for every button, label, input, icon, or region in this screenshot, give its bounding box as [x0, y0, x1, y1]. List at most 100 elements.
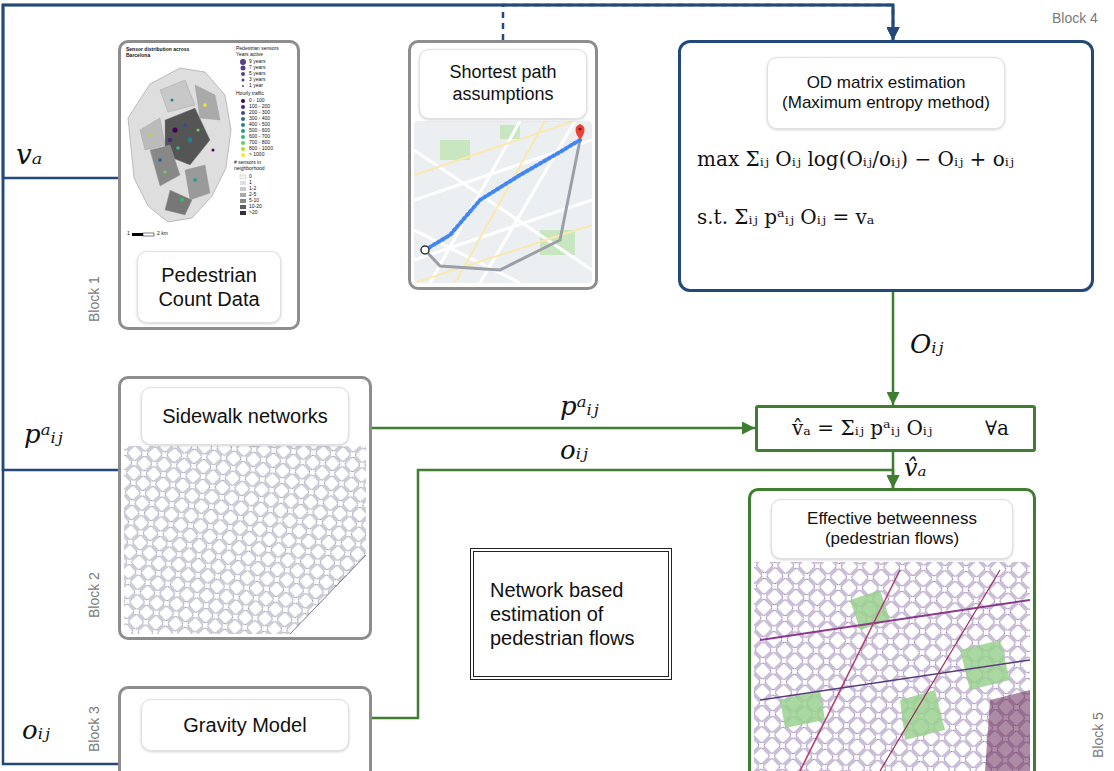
edge-label: vₐ [16, 140, 42, 171]
drawing-part [425, 140, 580, 270]
map-legend-text: 3 years [249, 77, 265, 83]
drawing-part [241, 111, 245, 115]
map-legend-text: 1 [127, 231, 130, 237]
output-box: Effective betweenness (pedestrian flows) [748, 488, 1036, 771]
drawing-part [171, 99, 174, 102]
drawing-part [425, 140, 580, 250]
connector-line [892, 292, 895, 405]
drawing-part [183, 123, 187, 127]
drawing-part [240, 187, 246, 191]
label-panel: OD matrix estimation (Maximum entropy me… [767, 57, 1005, 129]
map-legend-text: Pedestrian sensors [236, 46, 279, 52]
label-holder: 2 km [157, 231, 168, 237]
data-source-box: Pedestrian Count Data [118, 40, 300, 330]
map-legend-text: 7 years [249, 65, 265, 71]
label-holder: 5 years [249, 71, 265, 77]
summary-text: Network based estimation of pedestrian f… [490, 578, 652, 650]
label-holder: 400 - 500 [249, 122, 270, 128]
edge-label: pᵃᵢⱼ [24, 420, 63, 449]
label-holder: 7 years [249, 65, 265, 71]
drawing-part [242, 79, 245, 82]
box-title: OD matrix estimation (Maximum entropy me… [774, 73, 998, 114]
label-holder: # sensors in neighborhood [234, 160, 290, 172]
drawing-part [241, 135, 245, 139]
drawing-part [160, 80, 195, 112]
drawing-part [149, 134, 152, 137]
box-title: Effective betweenness (pedestrian flows) [778, 509, 1006, 550]
drawing-part [290, 555, 366, 634]
drawing-part [578, 127, 581, 130]
edge-label-holder: oᵢⱼ [558, 436, 590, 465]
label-holder: 1 [127, 231, 130, 237]
label-holder: Block 1 [86, 276, 103, 322]
label-panel: Gravity Model [141, 699, 349, 751]
drawing-part [195, 85, 220, 120]
block-label: Block 3 [86, 706, 103, 752]
drawing-part [960, 640, 1010, 690]
map-legend-text: 800 - 1000 [249, 146, 273, 152]
drawing-part [241, 105, 245, 109]
label-holder: 3 years [249, 77, 265, 83]
route-map [414, 121, 592, 283]
drawing-part [760, 660, 1030, 700]
drawing-part [241, 123, 245, 127]
label-holder: 1 [249, 180, 252, 186]
map-legend-text: 200 - 300 [249, 110, 270, 116]
label-panel: Pedestrian Count Data [137, 251, 281, 323]
map-legend-text: 1-2 [249, 186, 256, 192]
edge-label: Oᵢⱼ [910, 330, 943, 359]
connector-line [3, 5, 893, 764]
flow-formula: v̂ₐ = Σᵢⱼ pᵃᵢⱼ Oᵢⱼ [792, 416, 932, 440]
label-holder: Hourly traffic [236, 91, 264, 97]
label-holder: Sensor distribution across Barcelona [126, 47, 198, 59]
block-label: Block 5 [1090, 712, 1107, 758]
label-holder: 500 - 600 [249, 128, 270, 134]
drawing-part [760, 600, 1030, 640]
edge-label: v̂ₐ [904, 455, 927, 481]
drawing-part [180, 198, 184, 202]
label-holder: 300 - 400 [249, 116, 270, 122]
edge-label-holder: oᵢⱼ [20, 716, 52, 745]
drawing-part [241, 129, 245, 133]
block-label: Block 2 [86, 572, 103, 618]
map-legend-text: 0 - 100 [249, 98, 265, 104]
model-box: Gravity Model [118, 686, 372, 771]
objective-formula: max Σᵢⱼ Oᵢⱼ log(Oᵢⱼ/oᵢⱼ) − Oᵢⱼ + oᵢⱼ [697, 147, 1014, 171]
edge-label-holder: pᵃᵢⱼ [22, 420, 65, 449]
assumption-box: Shortest path assumptions [408, 40, 598, 290]
box-title: Sidewalk networks [162, 404, 328, 428]
edge-label-holder: v̂ₐ [902, 455, 929, 481]
drawing-part [150, 145, 180, 186]
map-legend-text: 600 - 700 [249, 134, 270, 140]
label-holder: 0 [249, 174, 252, 180]
label-holder: > 1000 [249, 152, 264, 158]
drawing-part [188, 138, 193, 143]
summary-box: Network based estimation of pedestrian f… [470, 548, 672, 680]
drawing-part [241, 147, 245, 151]
map-legend-text: Years active [236, 52, 263, 58]
map-legend-text: 100 - 200 [249, 104, 270, 110]
text-holder: ∀a [985, 416, 1009, 440]
drawing-part [754, 562, 1030, 771]
drawing-part [421, 246, 429, 254]
map-legend-text: 2 km [157, 231, 168, 237]
drawing-part [241, 72, 245, 76]
drawing-part [185, 165, 210, 200]
block-label: Block 1 [86, 276, 103, 322]
drawing-part [241, 153, 245, 157]
drawing-part [414, 121, 592, 283]
box-title: Shortest path assumptions [426, 62, 580, 105]
label-holder: Pedestrian sensors [236, 46, 279, 52]
map-legend-text: 300 - 400 [249, 116, 270, 122]
drawing-part [900, 690, 945, 740]
label-holder: 100 - 200 [249, 104, 270, 110]
map-legend-text: 400 - 500 [249, 122, 270, 128]
network-box: Sidewalk networks [118, 376, 372, 640]
label-holder: Block 4 [1052, 10, 1098, 27]
sidewalk-network [124, 446, 366, 634]
drawing-part [132, 233, 143, 236]
drawing-part [158, 158, 162, 162]
drawing-part [240, 59, 246, 65]
label-holder: 9 years [249, 59, 265, 65]
edge-label: oᵢⱼ [22, 716, 50, 745]
